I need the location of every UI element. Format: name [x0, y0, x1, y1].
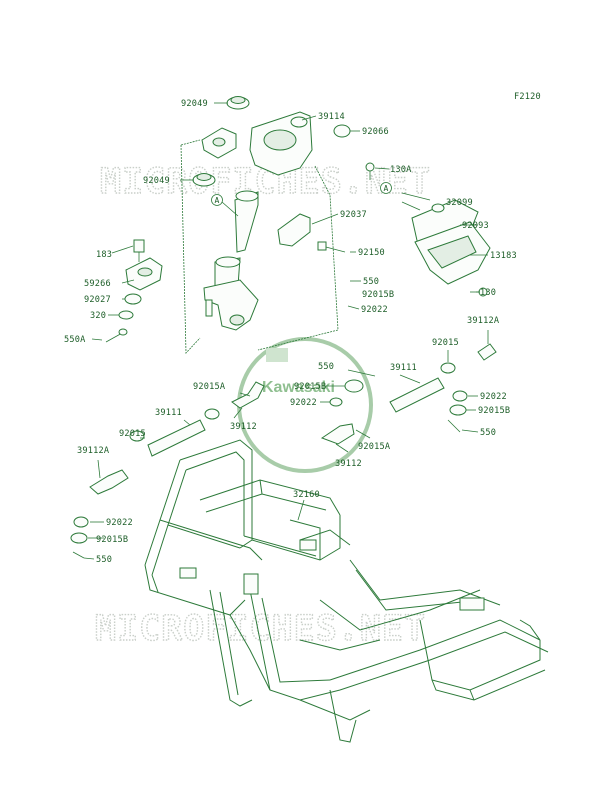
part-label: 39111 [390, 363, 417, 373]
part-label: 92066 [362, 127, 389, 137]
ref-marker-right: A [380, 182, 392, 194]
logo-text: Kawasaki [262, 379, 335, 396]
part-label: 92015A [358, 442, 391, 452]
part-label: 320 [90, 311, 106, 321]
part-label: 130A [390, 165, 412, 175]
part-label: 92049 [181, 99, 208, 109]
part-label: 550 [480, 428, 496, 438]
part-labels: 92049 39114 92066 92049 130A 32099 92037… [64, 99, 517, 565]
part-label: 550A [64, 335, 86, 345]
part-label: 32160 [293, 490, 320, 500]
part-label: 92015A [193, 382, 226, 392]
leader-lines [83, 102, 489, 560]
part-label: 39112A [467, 316, 500, 326]
part-label: 92022 [480, 392, 507, 402]
figure-code: F2120 [514, 92, 541, 102]
frame-assembly [144, 439, 549, 743]
svg-text:A: A [384, 184, 389, 193]
part-label: 92015 [119, 429, 146, 439]
part-label: 39114 [318, 112, 345, 122]
steering-column-group [192, 96, 351, 331]
part-label: 39112A [77, 446, 110, 456]
part-label: 92027 [84, 295, 111, 305]
part-label: 13183 [490, 251, 517, 261]
part-label: 92015B [294, 382, 326, 392]
part-label: 39111 [155, 408, 182, 418]
part-label: 130 [480, 288, 496, 298]
part-label: 92022 [290, 398, 317, 408]
part-label: 92015B [96, 535, 128, 545]
part-label: 550 [318, 362, 334, 372]
part-label: 550 [96, 555, 112, 565]
tie-rod-group [70, 343, 497, 559]
part-label: 92037 [340, 210, 367, 220]
part-label: 550 [363, 277, 379, 287]
bearing-housing-group [105, 239, 163, 343]
part-label: 92015 [432, 338, 459, 348]
part-label: 183 [96, 250, 112, 260]
part-label: 59266 [84, 279, 111, 289]
part-label: 39112 [230, 422, 257, 432]
part-label: 92022 [361, 305, 388, 315]
part-label: 32099 [446, 198, 473, 208]
part-label: 39112 [335, 459, 362, 469]
part-label: 92015B [478, 406, 510, 416]
part-label: 92049 [143, 176, 170, 186]
part-label: 92150 [358, 248, 385, 258]
svg-text:A: A [215, 196, 220, 205]
ref-marker-left: A [211, 194, 239, 217]
part-label: 92015B [362, 290, 394, 300]
part-label: 92093 [462, 221, 489, 231]
steering-stop-group [365, 162, 491, 297]
part-label: 92022 [106, 518, 133, 528]
